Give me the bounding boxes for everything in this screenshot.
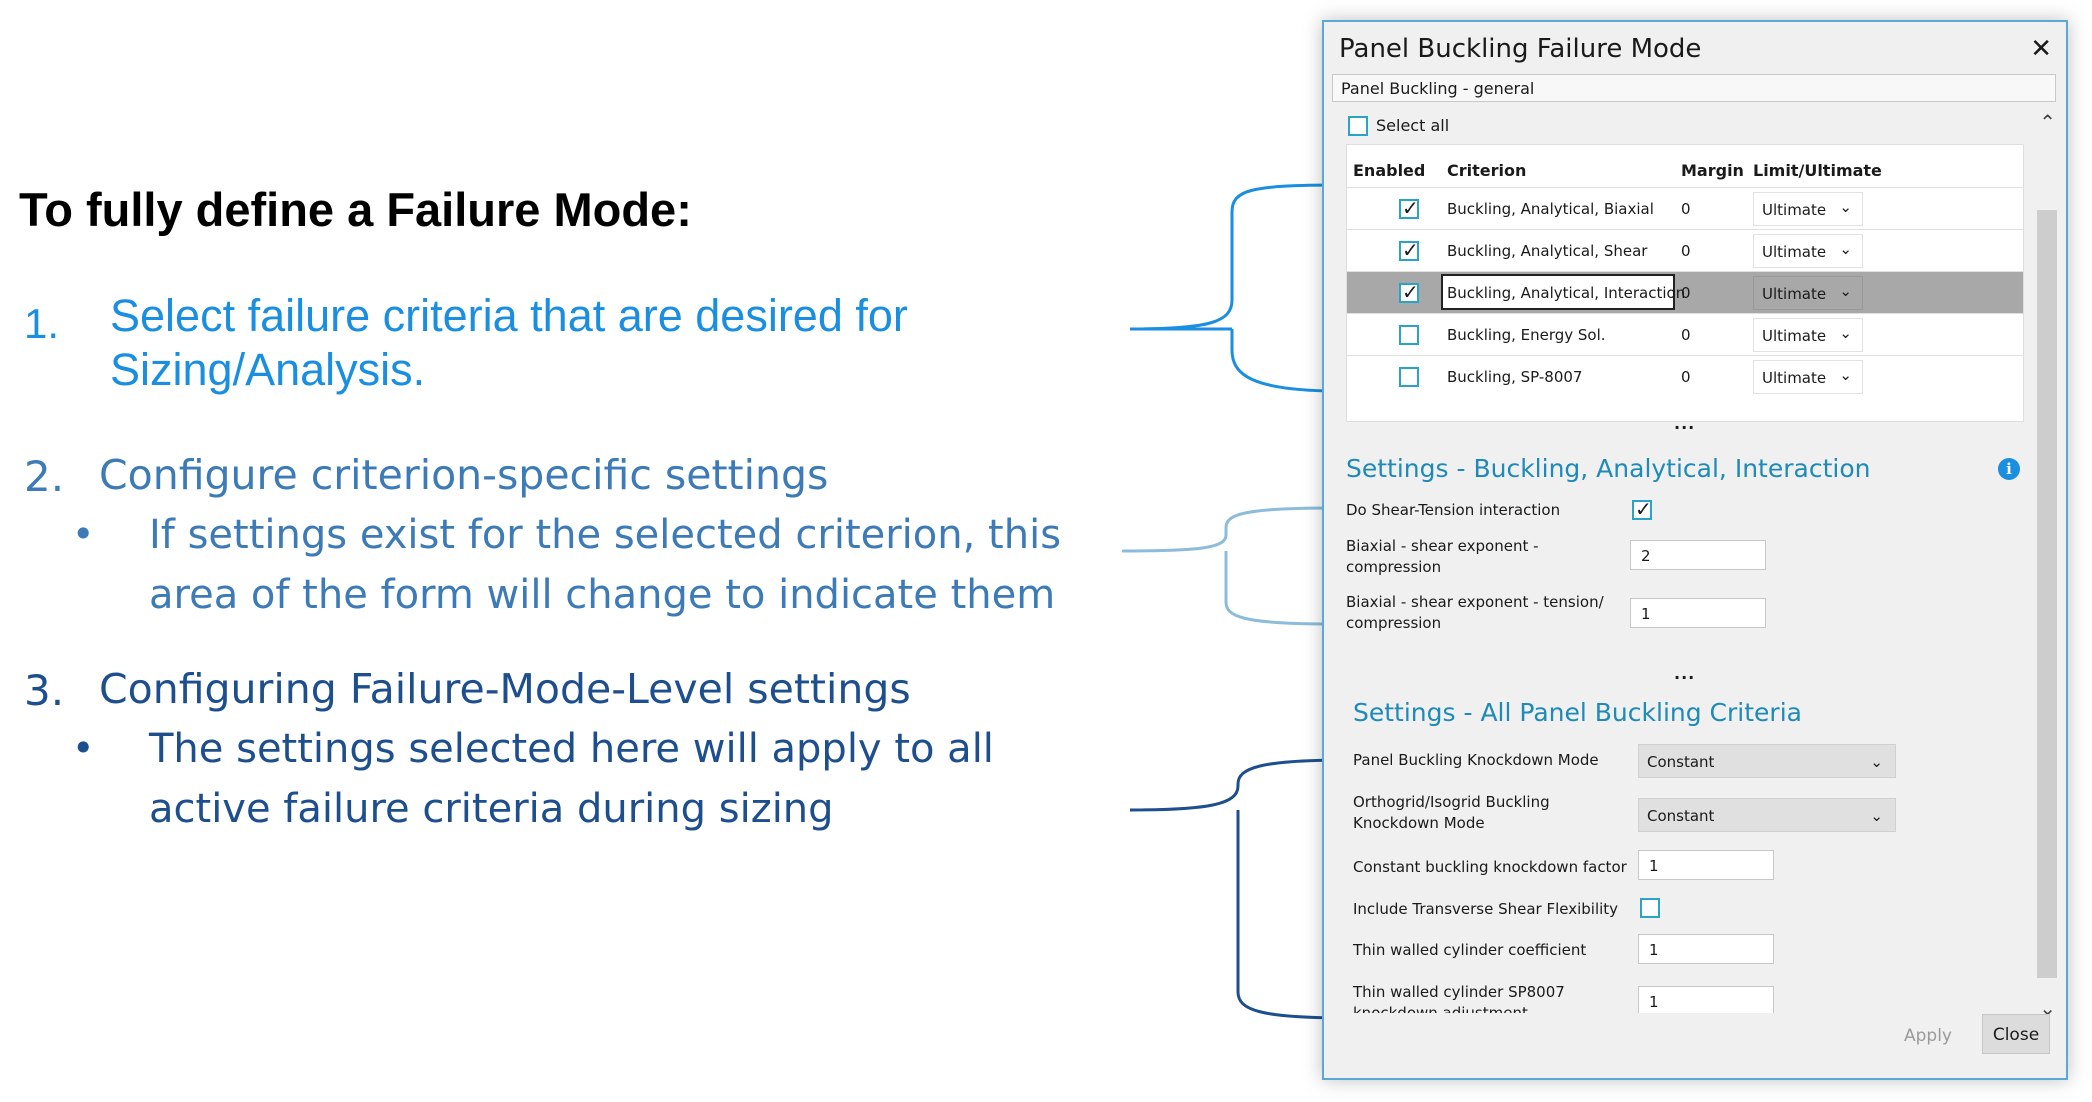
section-splitter-ellipsis[interactable]: ... <box>1674 664 1696 683</box>
mode-settings-title: Settings - All Panel Buckling Criteria <box>1353 698 1802 727</box>
scrollbar-thumb[interactable] <box>2037 210 2057 978</box>
table-row[interactable]: Buckling, Energy Sol. 0 Ultimate ⌄ <box>1347 313 2023 356</box>
knockdown-mode-value: Constant <box>1647 753 1715 771</box>
orthogrid-label-line-2: Knockdown Mode <box>1353 814 1485 832</box>
chevron-down-icon: ⌄ <box>1839 198 1852 216</box>
grid-splitter-ellipsis[interactable]: ... <box>1674 414 1696 433</box>
table-row[interactable]: Buckling, Analytical, Shear 0 Ultimate ⌄ <box>1347 229 2023 272</box>
table-row[interactable]: Buckling, SP-8007 0 Ultimate ⌄ <box>1347 355 2023 398</box>
row-limit-ultimate-value: Ultimate <box>1762 327 1827 345</box>
step-3-bullet-line-2: active failure criteria during sizing <box>149 786 834 832</box>
step-2-number: 2. <box>24 452 65 501</box>
select-all-label: Select all <box>1376 116 1450 135</box>
step-2-bullet: • <box>72 512 95 556</box>
scroll-up-icon[interactable]: ⌃ <box>2039 110 2056 134</box>
table-row-selected[interactable]: Buckling, Analytical, Interaction 0 Ulti… <box>1347 271 2023 314</box>
slide-heading: To fully define a Failure Mode: <box>19 183 692 236</box>
chevron-down-icon: ⌄ <box>1839 366 1852 384</box>
row-margin[interactable]: 0 <box>1681 200 1691 218</box>
header-margin: Margin <box>1681 161 1744 180</box>
constant-factor-label: Constant buckling knockdown factor <box>1353 858 1627 876</box>
failure-mode-name-field[interactable]: Panel Buckling - general <box>1332 74 2056 102</box>
thin-cylinder-coefficient-label: Thin walled cylinder coefficient <box>1353 941 1587 959</box>
close-button[interactable]: Close <box>1982 1014 2050 1054</box>
row-limit-ultimate-value: Ultimate <box>1762 201 1827 219</box>
shear-tension-label: Do Shear-Tension interaction <box>1346 501 1561 519</box>
tension-exponent-label-line-1: Biaxial - shear exponent - tension/ <box>1346 593 1604 611</box>
thin-cylinder-coefficient-input[interactable]: 1 <box>1638 934 1774 964</box>
close-icon[interactable]: ✕ <box>2030 34 2052 64</box>
step-3-text: Configuring Failure-Mode-Level settings <box>99 665 911 713</box>
slide-text: To fully define a Failure Mode: 1. Selec… <box>19 183 1062 832</box>
apply-button[interactable]: Apply <box>1904 1026 1952 1046</box>
row-enabled-checkbox[interactable] <box>1399 238 1419 262</box>
row-enabled-checkbox[interactable] <box>1399 196 1419 220</box>
chevron-down-icon: ⌄ <box>1839 240 1852 258</box>
step-3-bullet-line-1: The settings selected here will apply to… <box>149 726 994 772</box>
header-criterion: Criterion <box>1447 161 1527 180</box>
row-criterion: Buckling, Analytical, Shear <box>1447 242 1648 260</box>
step-2-text: Configure criterion-specific settings <box>99 451 829 499</box>
sp8007-input-clip: 1 <box>1638 986 1774 1013</box>
chevron-down-icon: ⌄ <box>1870 807 1883 825</box>
step-3-bullet: • <box>72 726 95 770</box>
transverse-shear-checkbox[interactable] <box>1640 898 1660 918</box>
sp8007-label-line-1: Thin walled cylinder SP8007 <box>1353 983 1565 1001</box>
step-2-bullet-line-1: If settings exist for the selected crite… <box>149 512 1062 558</box>
row-margin[interactable]: 0 <box>1681 242 1691 260</box>
row-limit-ultimate-select[interactable]: Ultimate ⌄ <box>1753 318 1863 352</box>
orthogrid-knockdown-value: Constant <box>1647 807 1715 825</box>
row-margin[interactable]: 0 <box>1681 284 1691 302</box>
step-1-line-1: Select failure criteria that are desired… <box>110 290 908 341</box>
dialog-title: Panel Buckling Failure Mode <box>1339 34 1702 64</box>
criteria-grid: Enabled Criterion Margin Limit/Ultimate … <box>1346 144 2024 422</box>
header-enabled: Enabled <box>1353 161 1426 180</box>
chevron-down-icon: ⌄ <box>1839 282 1852 300</box>
knockdown-mode-select[interactable]: Constant ⌄ <box>1638 744 1896 778</box>
row-margin[interactable]: 0 <box>1681 326 1691 344</box>
orthogrid-knockdown-select[interactable]: Constant ⌄ <box>1638 798 1896 832</box>
row-limit-ultimate-value: Ultimate <box>1762 243 1827 261</box>
tension-exponent-input[interactable]: 1 <box>1630 598 1766 628</box>
tension-exponent-label-line-2: compression <box>1346 614 1442 632</box>
row-criterion: Buckling, Energy Sol. <box>1447 326 1606 344</box>
constant-factor-input[interactable]: 1 <box>1638 850 1774 880</box>
chevron-down-icon: ⌄ <box>1870 753 1883 771</box>
header-limit-ultimate: Limit/Ultimate <box>1753 161 1882 180</box>
sp8007-input[interactable]: 1 <box>1638 986 1774 1013</box>
step-2-bullet-line-2: area of the form will change to indicate… <box>149 572 1056 618</box>
row-criterion: Buckling, Analytical, Interaction <box>1447 284 1686 302</box>
step-3-number: 3. <box>24 666 65 715</box>
criterion-settings-title: Settings - Buckling, Analytical, Interac… <box>1346 454 1871 483</box>
chevron-down-icon: ⌄ <box>1839 324 1852 342</box>
table-row[interactable]: Buckling, Analytical, Biaxial 0 Ultimate… <box>1347 187 2023 230</box>
row-criterion: Buckling, Analytical, Biaxial <box>1447 200 1654 218</box>
row-enabled-checkbox[interactable] <box>1399 280 1419 304</box>
row-criterion: Buckling, SP-8007 <box>1447 368 1583 386</box>
row-margin[interactable]: 0 <box>1681 368 1691 386</box>
sp8007-label-line-2: knockdown adjustment <box>1353 1004 1528 1013</box>
step-1-line-2: Sizing/Analysis. <box>110 344 426 395</box>
row-limit-ultimate-select[interactable]: Ultimate ⌄ <box>1753 360 1863 394</box>
sp8007-label-clip: knockdown adjustment <box>1353 1003 1633 1013</box>
row-limit-ultimate-value: Ultimate <box>1762 285 1827 303</box>
compression-exponent-input[interactable]: 2 <box>1630 540 1766 570</box>
step-1-number: 1. <box>24 300 60 347</box>
row-limit-ultimate-select[interactable]: Ultimate ⌄ <box>1753 192 1863 226</box>
failure-mode-dialog: Panel Buckling Failure Mode ✕ Panel Buck… <box>1322 20 2068 1080</box>
compression-exponent-label-line-1: Biaxial - shear exponent - <box>1346 537 1539 555</box>
row-enabled-checkbox[interactable] <box>1399 325 1419 345</box>
row-enabled-checkbox[interactable] <box>1399 367 1419 387</box>
orthogrid-label-line-1: Orthogrid/Isogrid Buckling <box>1353 793 1550 811</box>
row-limit-ultimate-select[interactable]: Ultimate ⌄ <box>1753 276 1863 310</box>
row-limit-ultimate-select[interactable]: Ultimate ⌄ <box>1753 234 1863 268</box>
select-all-checkbox[interactable] <box>1348 116 1368 136</box>
transverse-shear-label: Include Transverse Shear Flexibility <box>1353 900 1619 918</box>
knockdown-mode-label: Panel Buckling Knockdown Mode <box>1353 751 1599 769</box>
criterion-cell-focus[interactable] <box>1441 274 1675 310</box>
shear-tension-checkbox[interactable] <box>1632 497 1652 521</box>
compression-exponent-label-line-2: compression <box>1346 558 1442 576</box>
row-limit-ultimate-value: Ultimate <box>1762 369 1827 387</box>
info-icon[interactable]: i <box>1998 458 2020 480</box>
